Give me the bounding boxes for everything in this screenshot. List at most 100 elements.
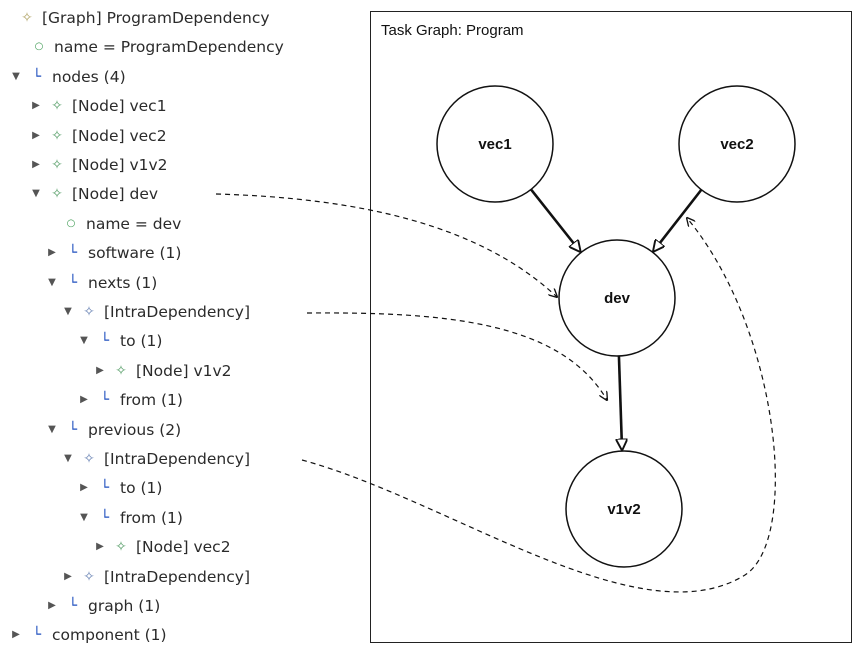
tree-row[interactable]: ▶ ✧ [Node] vec1	[30, 93, 167, 119]
collapse-arrow-icon[interactable]: ▼	[64, 306, 72, 317]
dependency-icon: ✧	[83, 568, 95, 585]
tree-row-label: graph (1)	[88, 597, 161, 615]
tree-row-label: [Node] dev	[72, 185, 159, 204]
graph-node-vec2[interactable]	[678, 85, 796, 203]
reference-icon: └	[68, 245, 78, 262]
graph-node-label: dev	[604, 290, 631, 307]
tree-row-label: [Node] vec2	[136, 538, 231, 557]
collapse-arrow-icon[interactable]: ▼	[48, 276, 56, 288]
node-icon: ✧	[51, 157, 63, 173]
collapse-arrow-icon[interactable]: ▼	[80, 511, 88, 523]
dependency-icon: ✧	[83, 451, 95, 467]
model-tree: ✧ [Graph] ProgramDependency ○ name = Progra…	[0, 0, 370, 646]
expand-arrow-icon[interactable]: ▶	[48, 600, 56, 611]
annotation-arrow-2	[306, 312, 607, 400]
graph-icon: ✧	[21, 10, 33, 26]
tree-row-label: [IntraDependency]	[104, 567, 251, 586]
tree-row[interactable]: ▶ └ software (1)	[46, 240, 181, 266]
tree-row-label: to (1)	[120, 332, 163, 351]
collapse-arrow-icon[interactable]: ▼	[80, 335, 88, 347]
graph-node-vec1[interactable]	[436, 85, 554, 203]
expand-arrow-icon[interactable]: ▶	[96, 541, 104, 553]
expand-arrow-icon[interactable]: ▶	[12, 629, 20, 641]
container-reference-icon: └	[68, 598, 78, 614]
tree-row[interactable]: ▶ └ component (1)	[10, 622, 167, 648]
tree-row-label: [Node] v1v2	[136, 361, 232, 380]
panel-title: Task Graph: Program	[381, 22, 524, 39]
tree-row[interactable]: ▶ ✧ [Node] v1v2	[30, 152, 168, 178]
edge-vec2-to-dev	[653, 188, 703, 252]
node-icon: ✧	[115, 539, 127, 556]
tree-row[interactable]: ▶ ✧ [IntraDependency]	[62, 564, 250, 590]
tree-row[interactable]: ▼ └ nexts (1)	[46, 270, 157, 296]
reference-icon: └	[100, 480, 110, 497]
expand-arrow-icon[interactable]: ▶	[96, 364, 104, 376]
tree-row-label: from (1)	[120, 508, 183, 527]
annotation-arrow-3	[301, 218, 776, 593]
tree-row[interactable]: ▶ ✧ [Node] v1v2	[94, 358, 232, 384]
annotation-arrow-1	[215, 193, 557, 297]
containment-icon: └	[68, 274, 78, 291]
collapse-arrow-icon[interactable]: ▼	[64, 453, 72, 464]
containment-icon: └	[32, 68, 42, 85]
tree-row-label: name = ProgramDependency	[54, 38, 284, 57]
tree-row[interactable]: ▶└from (1)	[78, 387, 183, 413]
reference-icon: └	[68, 421, 78, 438]
collapse-arrow-icon[interactable]: ▼	[32, 188, 40, 200]
tree-row[interactable]: ▶ └ graph (1)	[46, 593, 160, 619]
edge-vec1-to-dev	[529, 188, 580, 251]
tree-row-label: software (1)	[88, 244, 182, 263]
tree-row-label: name = dev	[86, 214, 182, 233]
expand-arrow-icon[interactable]: ▶	[48, 247, 56, 259]
tree-row-label: [IntraDependency]	[104, 450, 251, 468]
tree-row-label: from (1)	[120, 391, 183, 410]
container-reference-icon: └	[32, 627, 42, 644]
expand-arrow-icon[interactable]: ▶	[64, 570, 72, 582]
tree-row-label: nodes (4)	[52, 67, 126, 86]
tree-row-label: to (1)	[120, 479, 163, 498]
node-icon: ✧	[115, 362, 127, 379]
tree-row-label: component (1)	[52, 626, 167, 645]
expand-arrow-icon[interactable]: ▶	[32, 159, 40, 170]
tree-row[interactable]: ▶ ✧ [Node] vec2	[30, 123, 167, 149]
tree-row[interactable]: ▼ ✧ [Node] dev	[30, 181, 158, 207]
collapse-arrow-icon[interactable]: ▼	[48, 423, 56, 435]
tree-row-label: [Graph] ProgramDependency	[42, 9, 270, 27]
node-icon: ✧	[51, 98, 63, 115]
expand-arrow-icon[interactable]: ▶	[32, 100, 40, 112]
tree-row[interactable]: ○ name = dev	[62, 211, 182, 237]
edge-dev-to-v1v2	[619, 355, 622, 450]
tree-row[interactable]: ○ name = ProgramDependency	[30, 34, 284, 60]
graph-node-label: vec2	[720, 136, 753, 153]
collapse-arrow-icon[interactable]: ▼	[12, 70, 20, 82]
tree-row[interactable]: ▼✧[IntraDependency]	[62, 299, 250, 325]
dependency-icon: ✧	[83, 304, 95, 320]
tree-row-label: [Node] vec2	[72, 126, 167, 145]
tree-row[interactable]: ▼ ✧ [IntraDependency]	[62, 446, 250, 472]
expand-arrow-icon[interactable]: ▶	[80, 394, 88, 406]
tree-row-label: [Node] vec1	[72, 97, 167, 116]
container-reference-icon: └	[100, 509, 110, 526]
tree-row[interactable]: ✧ [Graph] ProgramDependency	[18, 5, 270, 31]
tree-row-label: nexts (1)	[88, 273, 158, 292]
reference-icon: └	[100, 333, 110, 350]
graph-node-dev[interactable]	[558, 239, 676, 357]
graph-node-label: v1v2	[607, 501, 640, 518]
tree-row[interactable]: ▶ └ to (1)	[78, 475, 162, 501]
graph-node-label: vec1	[478, 136, 511, 153]
node-icon: ✧	[51, 127, 63, 144]
tree-row-label: previous (2)	[88, 420, 182, 439]
attribute-icon: ○	[34, 41, 44, 53]
expand-arrow-icon[interactable]: ▶	[80, 482, 88, 494]
expand-arrow-icon[interactable]: ▶	[32, 129, 40, 141]
tree-row[interactable]: ▶ ✧ [Node] vec2	[94, 534, 231, 560]
tree-row[interactable]: ▼ └ from (1)	[78, 505, 183, 531]
tree-row[interactable]: ▼ └ nodes (4)	[10, 64, 126, 90]
graph-node-v1v2[interactable]	[565, 450, 683, 568]
node-icon: ✧	[51, 186, 63, 203]
attribute-icon: ○	[66, 217, 76, 229]
tree-row[interactable]: ▼ └ previous (2)	[46, 417, 181, 443]
tree-row-label: [Node] v1v2	[72, 156, 168, 174]
tree-row[interactable]: ▼ └ to (1)	[78, 328, 162, 354]
